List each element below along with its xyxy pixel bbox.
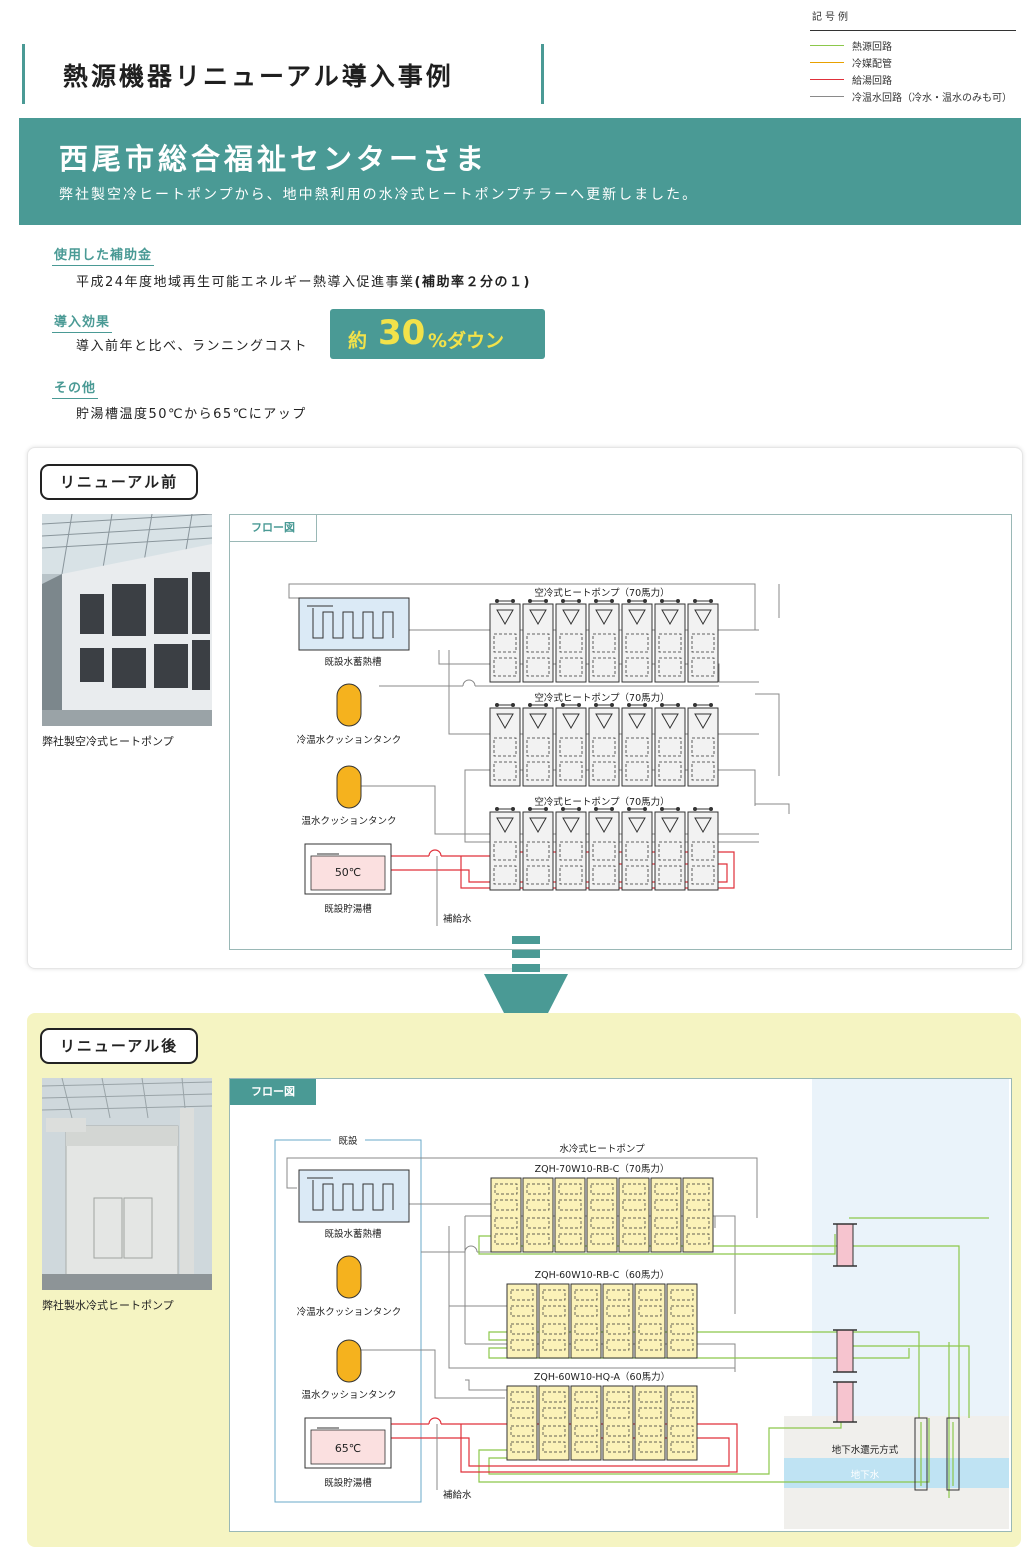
subsidy-text: 平成24年度地域再生可能エネルギー熱導入促進事業(補助率２分の１) (76, 275, 531, 290)
before-hw-tank-label: 温水クッションタンク (301, 815, 396, 827)
customer-banner: 西尾市総合福祉センターさま 弊社製空冷ヒートポンプから、地中熱利用の水冷式ヒート… (19, 118, 1021, 225)
after-photo (42, 1078, 212, 1290)
after-unit-row (506, 1385, 698, 1461)
cost-reduction-badge: 約 30 %ダウン (330, 309, 545, 359)
before-chw-tank-label: 冷温水クッションタンク (297, 734, 402, 746)
legend-swatch (810, 96, 844, 97)
before-heatpump-label: 空冷式ヒートポンプ（70馬力） (534, 692, 669, 704)
other-text: 貯湯槽温度50℃から65℃にアップ (76, 407, 307, 422)
before-makeup-water-label: 補給水 (443, 913, 472, 925)
after-photo-caption: 弊社製水冷式ヒートポンプ (42, 1299, 174, 1312)
effect-text: 導入前年と比べ、ランニングコスト (76, 339, 309, 354)
page-title-box: 熱源機器リニューアル導入事例 (22, 44, 544, 104)
before-hot-tank-temp: 50℃ (335, 866, 361, 879)
legend-swatch (810, 79, 844, 80)
after-heatpump-group-label: 水冷式ヒートポンプ (559, 1143, 645, 1155)
legend-item-heat-source: 熱源回路 (810, 37, 1016, 54)
after-hot-tank-temp: 65℃ (335, 1442, 361, 1455)
after-existing-label: 既設 (338, 1135, 358, 1147)
customer-name: 西尾市総合福祉センターさま (59, 142, 489, 176)
legend-item-chilled-hot-water: 冷温水回路（冷水・温水のみも可） (810, 88, 1016, 105)
before-hot-tank-label: 既設貯湯槽 (324, 903, 372, 915)
after-hw-tank-label: 温水クッションタンク (301, 1389, 396, 1401)
after-unit-label-2: ZQH-60W10-RB-C（60馬力） (535, 1269, 670, 1281)
before-storage-tank-label: 既設水蓄熱槽 (324, 656, 382, 668)
after-flow-tab: フロー図 (230, 1079, 316, 1105)
legend-heading: 記号例 (812, 12, 851, 23)
before-label: リニューアル前 (40, 464, 198, 500)
before-heatpump-row (489, 702, 719, 787)
before-heatpump-label: 空冷式ヒートポンプ（70馬力） (534, 587, 669, 599)
legend-swatch (810, 45, 844, 46)
before-flow-tab: フロー図 (230, 515, 317, 542)
legend: 記号例 熱源回路 冷媒配管 給湯回路 冷温水回路（冷水・温水のみも可） (810, 8, 1016, 105)
subsidy-heading: 使用した補助金 (52, 244, 155, 266)
before-heatpump-row (489, 598, 719, 683)
after-unit-row (506, 1283, 698, 1359)
after-flow-diagram: 既設 水冷式ヒートポンプ ZQH-70W10-RB-C（70馬力） ZQH-60… (274, 1132, 1009, 1529)
page-title: 熱源機器リニューアル導入事例 (63, 62, 454, 91)
before-heatpump-row (489, 806, 719, 891)
after-unit-label-3: ZQH-60W10-HQ-A（60馬力） (534, 1371, 670, 1383)
after-storage-tank-label: 既設水蓄熱槽 (324, 1228, 382, 1240)
after-hot-tank-label: 既設貯湯槽 (324, 1477, 372, 1489)
before-heatpump-label: 空冷式ヒートポンプ（70馬力） (534, 796, 669, 808)
effect-heading: 導入効果 (52, 311, 113, 333)
before-photo-caption: 弊社製空冷式ヒートポンプ (42, 735, 174, 748)
groundwater-label: 地下水 (851, 1469, 880, 1481)
banner-subtitle: 弊社製空冷ヒートポンプから、地中熱利用の水冷式ヒートポンプチラーへ更新しました。 (59, 187, 699, 203)
before-photo (42, 514, 212, 726)
after-unit-label-1: ZQH-70W10-RB-C（70馬力） (535, 1163, 670, 1175)
other-heading: その他 (52, 377, 99, 399)
after-unit-row (490, 1177, 714, 1253)
after-makeup-water-label: 補給水 (443, 1489, 472, 1501)
legend-item-hot-water: 給湯回路 (810, 71, 1016, 88)
legend-rule (810, 30, 1016, 31)
legend-item-refrigerant: 冷媒配管 (810, 54, 1016, 71)
after-chw-tank-label: 冷温水クッションタンク (297, 1306, 402, 1318)
before-flow-diagram: 空冷式ヒートポンプ（70馬力） 空冷式ヒートポンプ（70馬力） 空冷式ヒートポン… (288, 583, 790, 926)
legend-swatch (810, 62, 844, 63)
after-label: リニューアル後 (40, 1028, 198, 1064)
groundwater-method-label: 地下水還元方式 (832, 1444, 899, 1456)
